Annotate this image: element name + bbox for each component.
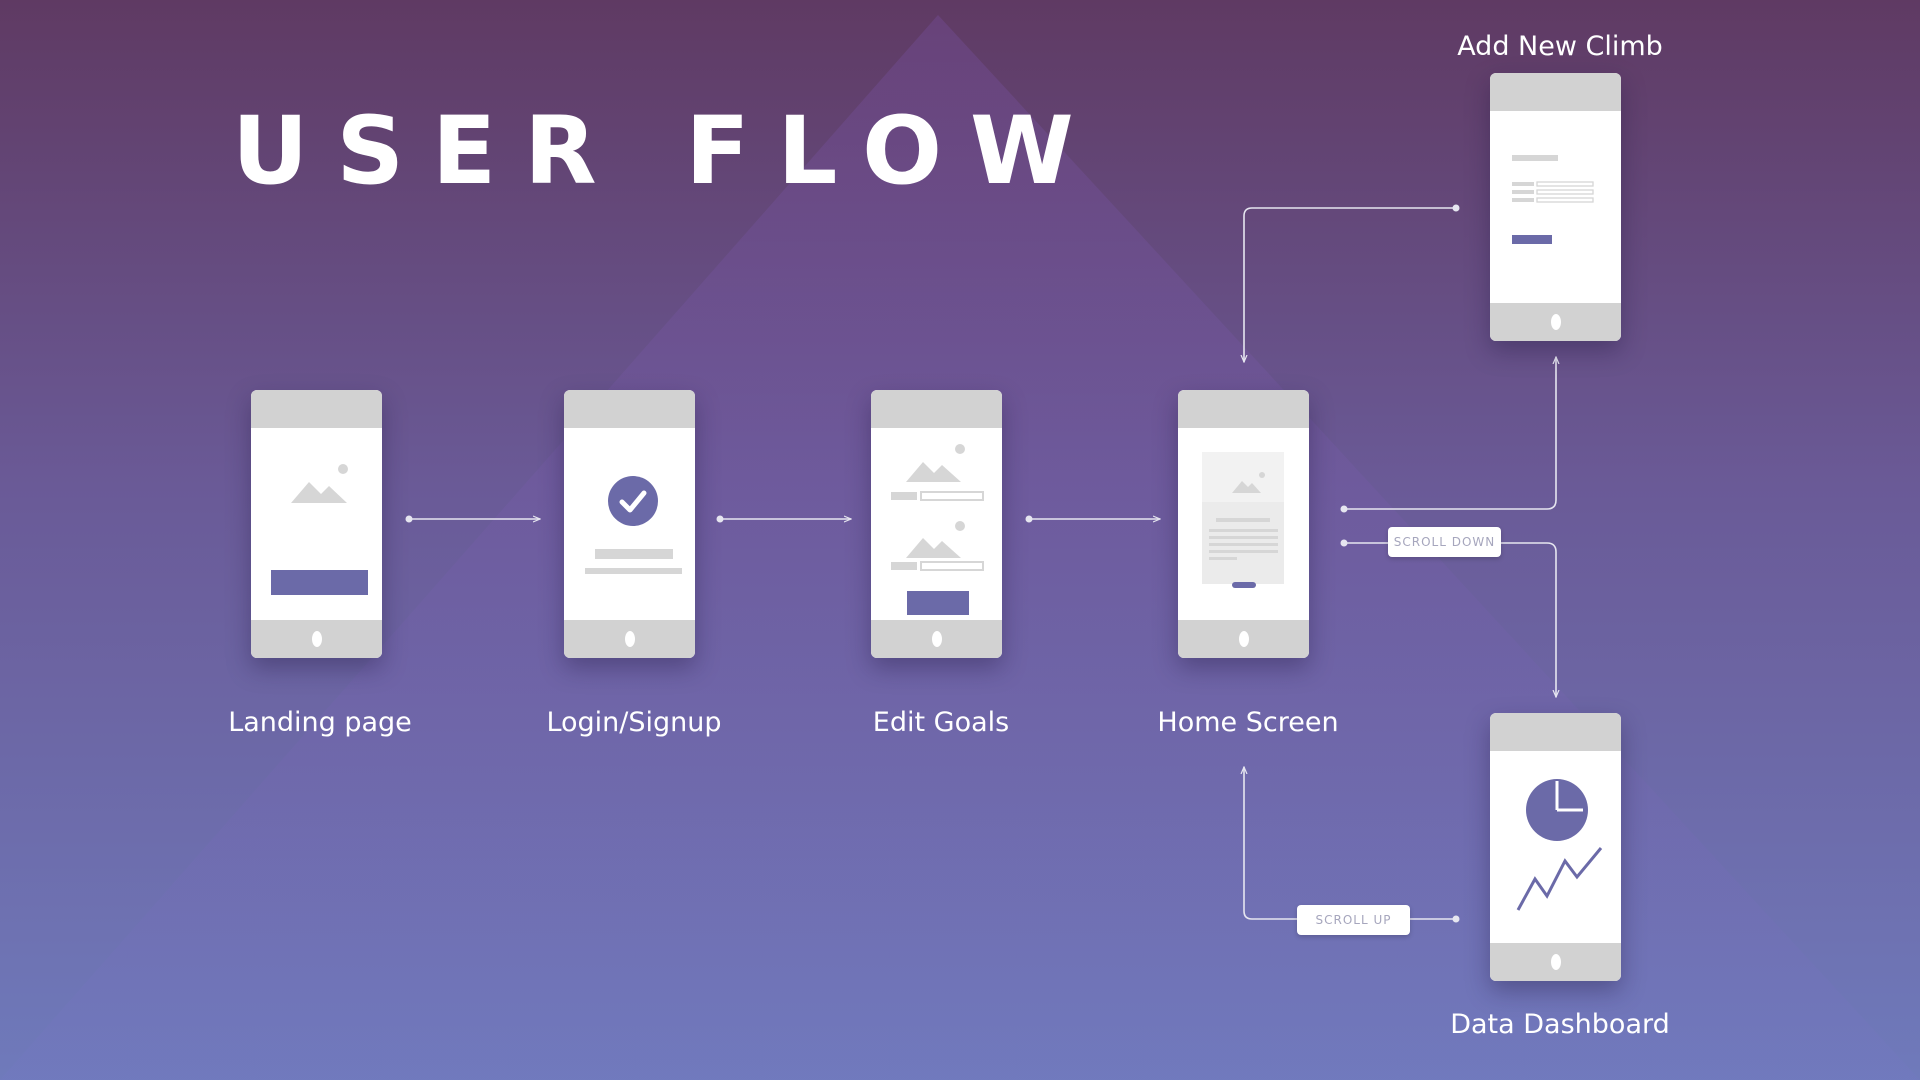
phone-top-bar xyxy=(251,390,382,428)
dashboard-screen xyxy=(1516,779,1603,911)
arrow-dashboard-to-home xyxy=(1244,767,1460,923)
add-climb-screen xyxy=(1512,155,1594,244)
arrow-addclimb-to-home xyxy=(1244,204,1460,363)
home-screen-phone xyxy=(1178,390,1309,658)
data-dashboard-phone xyxy=(1490,713,1621,981)
page-title: USER FLOW xyxy=(232,97,1102,206)
arrow-home-to-addclimb xyxy=(1340,357,1557,513)
home-button-icon xyxy=(1551,314,1561,330)
home-button-icon xyxy=(625,631,635,647)
text-line-placeholder xyxy=(585,568,682,574)
save-button-placeholder xyxy=(907,591,969,615)
phone-bottom-bar xyxy=(1490,303,1621,341)
arrow-landing-to-login xyxy=(405,516,541,523)
login-signup-label: Login/Signup xyxy=(546,707,722,738)
button-placeholder xyxy=(1232,582,1256,588)
home-button-icon xyxy=(932,631,942,647)
landing-page-label: Landing page xyxy=(228,707,412,738)
field-label-placeholder xyxy=(891,492,917,500)
image-placeholder-icon xyxy=(1232,472,1265,493)
edit-goals-phone xyxy=(871,390,1002,658)
text-line-placeholder xyxy=(595,549,673,559)
phone-bottom-bar xyxy=(871,620,1002,658)
pie-chart-icon xyxy=(1526,779,1588,841)
field-label-placeholder xyxy=(891,562,917,570)
phone-top-bar xyxy=(1490,73,1621,111)
landing-page-phone xyxy=(251,390,382,658)
home-button-icon xyxy=(312,631,322,647)
phone-top-bar xyxy=(871,390,1002,428)
arrow-home-to-dashboard xyxy=(1340,539,1557,698)
phone-top-bar xyxy=(1178,390,1309,428)
add-new-climb-label: Add New Climb xyxy=(1457,31,1663,62)
phone-top-bar xyxy=(564,390,695,428)
phone-top-bar xyxy=(1490,713,1621,751)
home-button-icon xyxy=(1551,954,1561,970)
home-button-icon xyxy=(1239,631,1249,647)
add-new-climb-phone xyxy=(1490,73,1621,341)
home-screen-label: Home Screen xyxy=(1157,707,1339,738)
goals-screen xyxy=(891,444,984,615)
cta-button-placeholder xyxy=(271,570,368,595)
arrow-login-to-goals xyxy=(716,516,852,523)
phone-bottom-bar xyxy=(1490,943,1621,981)
phone-bottom-bar xyxy=(251,620,382,658)
heading-placeholder xyxy=(1512,155,1558,161)
edit-goals-label: Edit Goals xyxy=(872,707,1010,738)
line-chart-icon xyxy=(1516,847,1603,911)
image-placeholder-icon xyxy=(906,444,965,482)
login-screen xyxy=(585,476,682,574)
phone-bottom-bar xyxy=(1178,620,1309,658)
image-placeholder-icon xyxy=(906,521,965,558)
arrow-goals-to-home xyxy=(1025,516,1161,523)
home-screen xyxy=(1202,452,1284,588)
landing-screen xyxy=(271,464,368,595)
image-placeholder-icon xyxy=(291,464,348,503)
phone-bottom-bar xyxy=(564,620,695,658)
login-signup-phone xyxy=(564,390,695,658)
scroll-down-tag: SCROLL DOWN xyxy=(1388,527,1501,557)
field-input-placeholder xyxy=(920,561,984,571)
submit-button-placeholder xyxy=(1512,235,1552,244)
scroll-up-tag: SCROLL UP xyxy=(1297,905,1410,935)
check-circle-icon xyxy=(608,476,658,526)
field-input-placeholder xyxy=(920,491,984,501)
data-dashboard-label: Data Dashboard xyxy=(1450,1009,1670,1040)
